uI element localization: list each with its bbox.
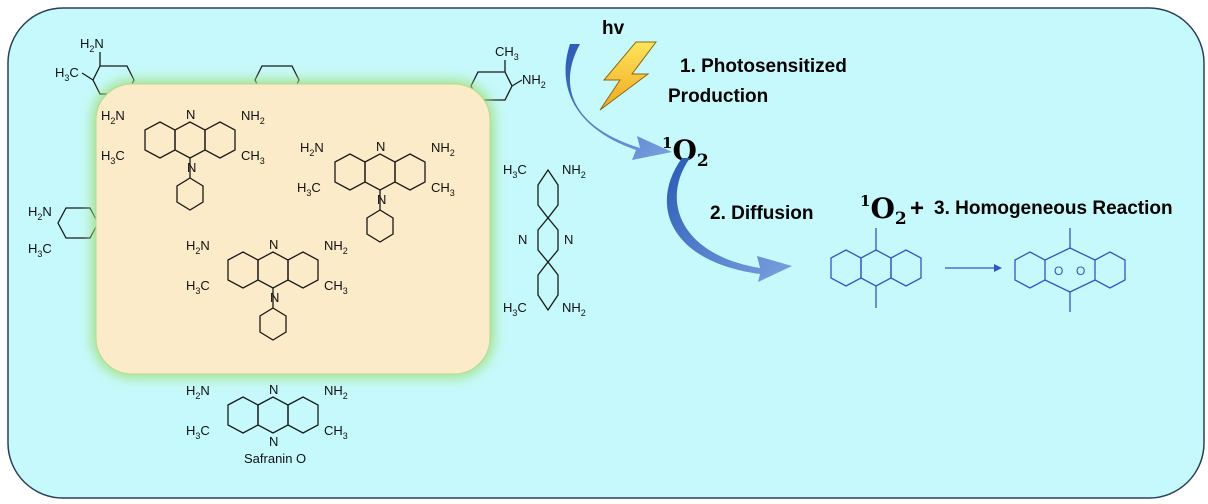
svg-text:N: N [564,232,573,247]
svg-text:H2N: H2N [28,204,52,222]
svg-text:NH2: NH2 [324,238,348,256]
svg-text:H3C: H3C [503,300,527,318]
curved-arrow-production [565,44,672,160]
svg-text:O: O [1076,264,1085,278]
safranin-molecule: N N H2N NH2 H3C CH3 [186,382,348,449]
svg-text:CH3: CH3 [241,148,265,166]
step1-label-line2: Production [668,86,768,107]
svg-text:NH2: NH2 [522,72,546,90]
svg-text:H2N: H2N [186,238,210,256]
svg-text:H3C: H3C [55,65,79,83]
svg-text:NH2: NH2 [324,383,348,401]
svg-text:H2N: H2N [80,36,104,54]
svg-text:H2N: H2N [101,108,125,126]
dye-molecule-vertical: N N H3C NH2 H3C NH2 [503,162,586,318]
plus-sign: + [910,195,924,222]
svg-text:NH2: NH2 [562,300,586,318]
svg-text:N: N [377,192,386,207]
svg-text:N: N [269,237,278,252]
svg-text:H3C: H3C [503,162,527,180]
svg-text:H3C: H3C [101,148,125,166]
svg-text:H2N: H2N [300,140,324,158]
step2-label: 2. Diffusion [710,203,813,224]
svg-text:CH3: CH3 [324,423,348,441]
outer-dye-fragments: H2N H3C CH3 NH2 H2N H3C [28,36,546,259]
inner-box [95,83,491,375]
svg-text:N: N [186,107,195,122]
svg-text:H3C: H3C [186,278,210,296]
singlet-oxygen-1: 1O2 [662,134,709,171]
dye-molecule-3: N N H2N NH2 H3C CH3 [186,237,348,341]
dimethylanthracene-molecule [830,228,922,308]
svg-text:N: N [269,382,278,397]
svg-text:N: N [518,232,527,247]
dye-molecule-2: N N H2N NH2 H3C CH3 [297,139,455,243]
svg-text:CH3: CH3 [495,44,519,62]
svg-text:H3C: H3C [297,180,321,198]
svg-text:CH3: CH3 [431,180,455,198]
svg-text:NH2: NH2 [241,108,265,126]
svg-text:H3C: H3C [28,241,52,259]
step1-label-line1: 1. Photosensitized [680,56,847,77]
svg-text:CH3: CH3 [324,278,348,296]
singlet-oxygen-2: 1O2 [860,192,907,229]
svg-text:N: N [376,139,385,154]
step3-label: 3. Homogeneous Reaction [934,198,1173,219]
svg-text:H3C: H3C [186,423,210,441]
hv-label: hv [602,18,625,39]
curved-arrow-diffusion [666,158,792,282]
dye-molecule-1: N N H2N NH2 H3C CH3 [101,107,265,211]
svg-text:N: N [187,160,196,175]
svg-text:NH2: NH2 [431,140,455,158]
endoperoxide-product: O O [1014,228,1126,312]
svg-text:N: N [270,290,279,305]
lightning-icon [599,41,657,111]
svg-text:O: O [1054,264,1063,278]
safranin-label: Safranin O [244,451,306,466]
svg-text:N: N [269,434,278,449]
svg-text:NH2: NH2 [562,162,586,180]
svg-text:H2N: H2N [186,383,210,401]
reaction-arrowhead [994,264,1002,272]
